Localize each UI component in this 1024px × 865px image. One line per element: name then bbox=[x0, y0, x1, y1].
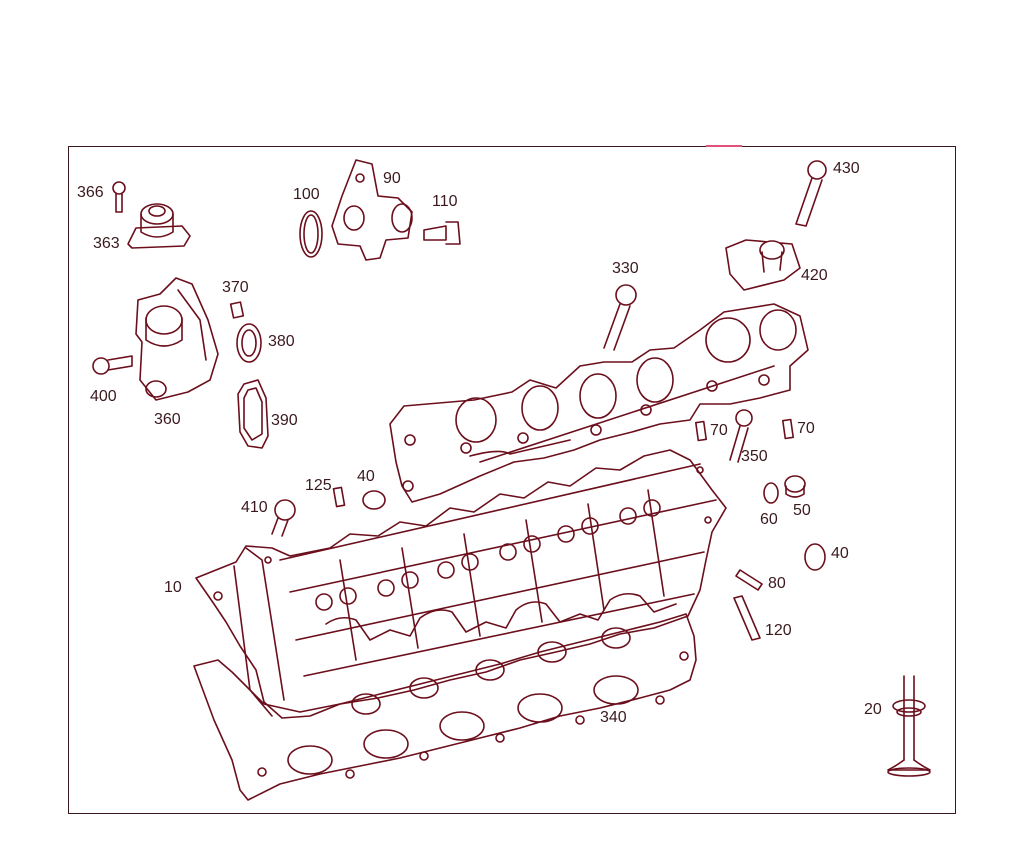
part-350-bolt[interactable] bbox=[729, 409, 753, 463]
part-363-sensor[interactable] bbox=[127, 203, 191, 249]
camshaft-bearing-housing[interactable] bbox=[389, 303, 809, 503]
label-80: 80 bbox=[768, 575, 786, 592]
label-100: 100 bbox=[293, 186, 320, 203]
part-340-head-gasket[interactable] bbox=[193, 613, 697, 801]
label-330: 330 bbox=[612, 260, 639, 277]
part-70-dowel-left[interactable] bbox=[694, 420, 708, 442]
label-20: 20 bbox=[864, 701, 882, 718]
label-70-right: 70 bbox=[797, 420, 815, 437]
part-410-bolt[interactable] bbox=[271, 499, 296, 537]
part-120-stud[interactable] bbox=[733, 595, 761, 641]
diagram-frame bbox=[68, 146, 956, 814]
label-120: 120 bbox=[765, 622, 792, 639]
part-90-flange[interactable] bbox=[331, 159, 413, 261]
label-50: 50 bbox=[793, 502, 811, 519]
label-125: 125 bbox=[305, 477, 332, 494]
part-40-plug-upper[interactable] bbox=[362, 490, 386, 510]
part-430-bolt[interactable] bbox=[795, 160, 827, 227]
label-40-upper: 40 bbox=[357, 468, 375, 485]
part-360-camshaft-adjuster[interactable] bbox=[135, 277, 219, 401]
label-10: 10 bbox=[164, 579, 182, 596]
label-420: 420 bbox=[801, 267, 828, 284]
part-40-plug-lower[interactable] bbox=[804, 543, 826, 571]
part-50-plug[interactable] bbox=[784, 475, 806, 498]
label-40-lower: 40 bbox=[831, 545, 849, 562]
label-110: 110 bbox=[432, 193, 458, 210]
part-125-pin[interactable] bbox=[332, 486, 346, 508]
label-390: 390 bbox=[271, 412, 298, 429]
part-400-bolt[interactable] bbox=[92, 355, 133, 375]
label-363: 363 bbox=[93, 235, 120, 252]
label-400: 400 bbox=[90, 388, 117, 405]
part-420-bracket[interactable] bbox=[725, 239, 801, 291]
label-380: 380 bbox=[268, 333, 295, 350]
label-430: 430 bbox=[833, 160, 860, 177]
part-380-seal[interactable] bbox=[236, 323, 262, 363]
part-330-bolt[interactable] bbox=[603, 284, 637, 351]
label-366: 366 bbox=[77, 184, 104, 201]
label-360: 360 bbox=[154, 411, 181, 428]
label-60: 60 bbox=[760, 511, 778, 528]
label-370: 370 bbox=[222, 279, 249, 296]
part-60-washer[interactable] bbox=[763, 482, 779, 504]
part-100-seal-ring[interactable] bbox=[299, 210, 323, 258]
part-20-valve[interactable] bbox=[887, 675, 931, 777]
part-370-sleeve[interactable] bbox=[229, 301, 245, 319]
part-110-bolt[interactable] bbox=[423, 221, 461, 245]
part-70-dowel-right[interactable] bbox=[781, 418, 795, 440]
label-410: 410 bbox=[241, 499, 268, 516]
part-80-pin[interactable] bbox=[735, 569, 763, 591]
label-90: 90 bbox=[383, 170, 401, 187]
part-366-bolt[interactable] bbox=[112, 181, 126, 213]
part-10-cylinder-head[interactable] bbox=[195, 449, 727, 719]
frame-accent-mark bbox=[706, 145, 742, 147]
part-390-gasket[interactable] bbox=[237, 379, 269, 449]
label-350: 350 bbox=[741, 448, 768, 465]
label-70-left: 70 bbox=[710, 422, 728, 439]
label-340: 340 bbox=[600, 709, 627, 726]
